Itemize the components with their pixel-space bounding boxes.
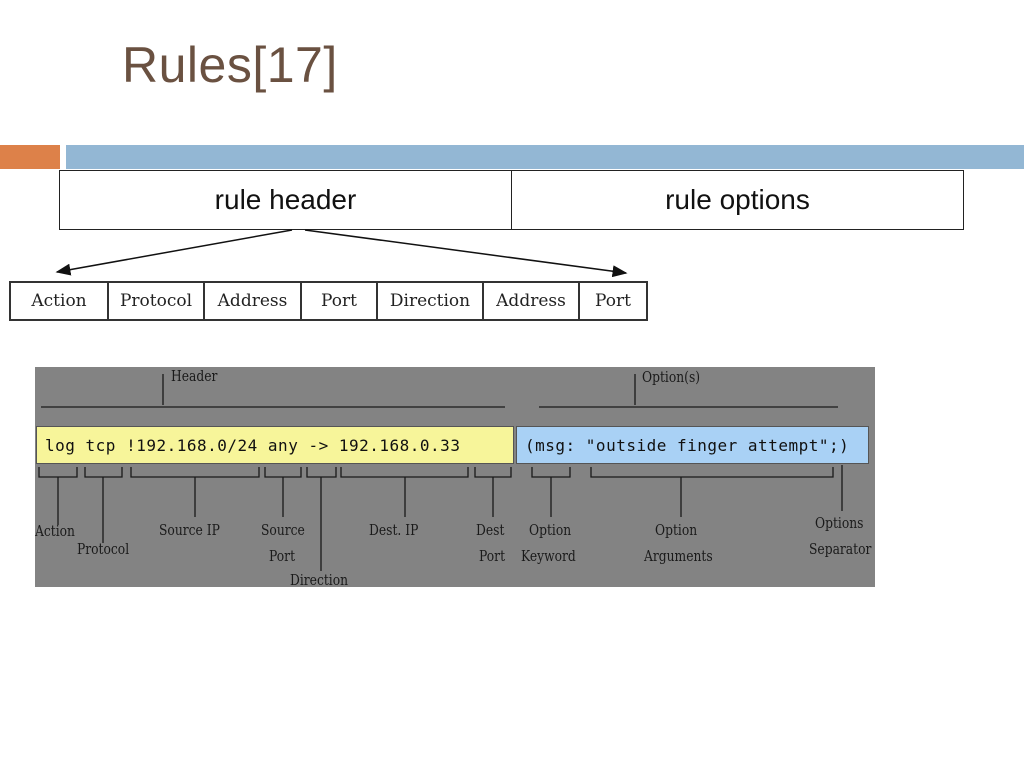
field-action: Action (31, 291, 87, 311)
rule-options-text: (msg: "outside finger attempt";) (525, 436, 850, 455)
bracket-lines (38, 374, 856, 571)
field-source-address: Address (203, 283, 300, 319)
label-source-ip: Source IP (159, 521, 220, 539)
rule-header-cell: rule header (214, 184, 357, 215)
label-option-arguments-1: Option (655, 521, 698, 539)
rule-options-text-box: (msg: "outside finger attempt";) (516, 426, 869, 464)
field-dest-address: Address (482, 283, 578, 319)
slide-title: Rules[17] (122, 37, 338, 93)
accent-bar-orange (0, 145, 60, 169)
label-options-separator-1: Options (815, 514, 864, 532)
label-dest-ip: Dest. IP (369, 521, 419, 539)
label-source-port-1: Source (261, 521, 305, 539)
field-protocol: Protocol (107, 283, 203, 319)
label-action: Action (35, 522, 75, 540)
arrow-right (304, 229, 628, 278)
accent-bar-blue (66, 145, 1024, 169)
rule-header-text: log tcp !192.168.0/24 any -> 192.168.0.3… (45, 436, 461, 455)
caption-header: Header (171, 367, 218, 385)
caption-options: Option(s) (642, 368, 701, 386)
example-rule-image: Header Option(s) log tcp !192.168.0/24 a… (35, 367, 875, 587)
label-option-keyword-1: Option (529, 521, 572, 539)
label-source-port-2: Port (269, 547, 296, 565)
field-source-port: Port (300, 283, 376, 319)
rule-header-text-box: log tcp !192.168.0/24 any -> 192.168.0.3… (36, 426, 514, 464)
label-option-keyword-2: Keyword (521, 547, 576, 565)
field-direction: Direction (376, 283, 482, 319)
label-dest-port-1: Dest (476, 521, 505, 539)
label-direction: Direction (290, 571, 349, 587)
label-option-arguments-2: Arguments (644, 547, 713, 565)
field-dest-port: Port (578, 283, 646, 319)
label-protocol: Protocol (77, 540, 130, 558)
label-dest-port-2: Port (479, 547, 506, 565)
rule-options-cell: rule options (511, 171, 963, 229)
arrow-left (55, 229, 293, 276)
rule-structure-box: rule header rule options (59, 170, 964, 230)
header-fields-row: Action Protocol Address Port Direction A… (9, 281, 648, 321)
label-options-separator-2: Separator (809, 540, 872, 558)
